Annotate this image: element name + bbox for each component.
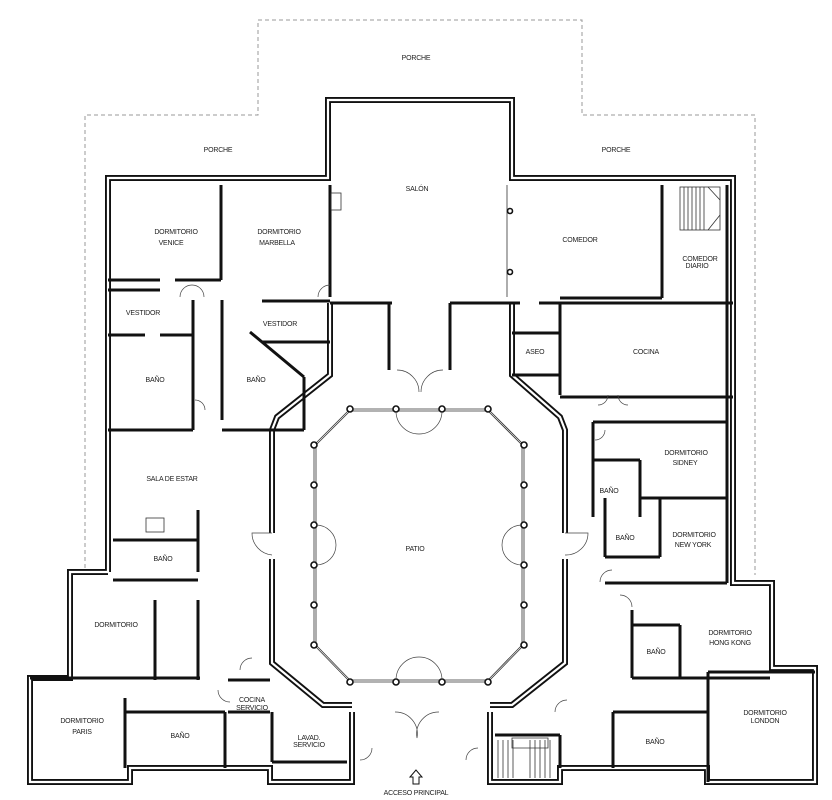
- label-hongkong-2: HONG KONG: [709, 640, 751, 647]
- label-venice-2: VENICE: [159, 240, 184, 247]
- label-hongkong-1: DORMITORIO: [708, 630, 752, 637]
- label-bano-west: BAÑO: [153, 554, 173, 563]
- door-icon: [564, 532, 589, 556]
- door-icon: [251, 532, 273, 556]
- label-paris-2: PARIS: [72, 729, 92, 736]
- column-icon: [484, 405, 492, 413]
- column-icon: [506, 207, 514, 215]
- column-icon: [346, 405, 354, 413]
- door-icon: [179, 284, 205, 298]
- label-porch-top: PORCHE: [402, 55, 431, 62]
- label-bano-paris: BAÑO: [170, 731, 190, 740]
- door-icon: [395, 656, 443, 681]
- label-lavad-2: SERVICIO: [293, 742, 325, 749]
- staircase-entrance: [497, 737, 551, 778]
- label-london-2: LONDON: [751, 718, 780, 725]
- door-icon: [359, 747, 479, 761]
- door-icon: [315, 524, 337, 566]
- label-newyork-1: DORMITORIO: [672, 532, 716, 539]
- label-comedor: COMEDOR: [562, 237, 597, 244]
- column-icon: [520, 481, 528, 489]
- label-vestidor-venice: VESTIDOR: [126, 310, 160, 317]
- label-comedor-diario-2: DIARIO: [686, 263, 710, 270]
- fireplace-salon: [330, 192, 342, 211]
- fireplace-sala: [145, 517, 165, 533]
- room-labels: PORCHE PORCHE PORCHE SALÓN DORMITORIO VE…: [60, 55, 787, 797]
- label-aseo: ASEO: [526, 349, 545, 356]
- door-icon: [239, 657, 253, 671]
- label-lavad-1: LAVAD.: [298, 735, 321, 742]
- doors: [179, 284, 633, 761]
- label-bano-hongkong: BAÑO: [646, 647, 666, 656]
- staircase-north: [679, 186, 721, 231]
- label-newyork-2: NEW YORK: [675, 542, 712, 549]
- label-bano-sidney: BAÑO: [599, 486, 619, 495]
- label-bano-venice: BAÑO: [145, 375, 165, 384]
- label-marbella-2: MARBELLA: [259, 240, 295, 247]
- label-acceso-principal: ACCESO PRINCIPAL: [384, 790, 449, 797]
- column-icon: [520, 441, 528, 449]
- label-cocina-servicio-2: SERVICIO: [236, 705, 268, 712]
- patio-colonnade: [310, 207, 528, 686]
- label-bano-london: BAÑO: [645, 737, 665, 746]
- column-icon: [346, 678, 354, 686]
- exterior-walls: [27, 97, 818, 785]
- label-patio: PATIO: [406, 546, 426, 553]
- porch-outline: [84, 19, 756, 575]
- label-marbella-1: DORMITORIO: [257, 229, 301, 236]
- door-icon: [501, 524, 523, 566]
- door-icon: [317, 284, 331, 298]
- column-icon: [310, 641, 318, 649]
- column-icon: [310, 481, 318, 489]
- interior-walls: [30, 185, 815, 782]
- entrance-arrow-icon: [408, 769, 424, 785]
- label-porch-left: PORCHE: [204, 147, 233, 154]
- label-comedor-diario-1: COMEDOR: [682, 256, 717, 263]
- label-cocina-servicio-1: COCINA: [239, 697, 266, 704]
- label-cocina: COCINA: [633, 349, 660, 356]
- column-icon: [506, 268, 514, 276]
- door-icon: [396, 369, 444, 393]
- label-vestidor-marbella: VESTIDOR: [263, 321, 297, 328]
- column-icon: [520, 601, 528, 609]
- column-icon: [520, 641, 528, 649]
- door-icon: [394, 711, 440, 739]
- door-icon: [554, 699, 568, 713]
- door-icon: [599, 569, 613, 583]
- label-bano-newyork: BAÑO: [615, 533, 635, 542]
- column-icon: [310, 601, 318, 609]
- label-porch-right: PORCHE: [602, 147, 631, 154]
- label-sala-estar: SALA DE ESTAR: [146, 476, 197, 483]
- column-icons: [310, 207, 528, 686]
- patio-walls: [269, 303, 568, 708]
- label-sidney-1: DORMITORIO: [664, 450, 708, 457]
- door-icon: [217, 689, 231, 703]
- column-icon: [484, 678, 492, 686]
- label-bano-marbella: BAÑO: [246, 375, 266, 384]
- label-dormitorio: DORMITORIO: [94, 622, 138, 629]
- door-icon: [619, 594, 633, 608]
- door-icon: [597, 394, 629, 406]
- label-london-1: DORMITORIO: [743, 710, 787, 717]
- column-icon: [310, 441, 318, 449]
- label-venice-1: DORMITORIO: [154, 229, 198, 236]
- label-sidney-2: SIDNEY: [673, 460, 698, 467]
- door-icon: [395, 410, 443, 435]
- label-salon: SALÓN: [406, 184, 429, 193]
- door-icon: [194, 399, 206, 411]
- door-icon: [594, 429, 606, 441]
- label-paris-1: DORMITORIO: [60, 718, 104, 725]
